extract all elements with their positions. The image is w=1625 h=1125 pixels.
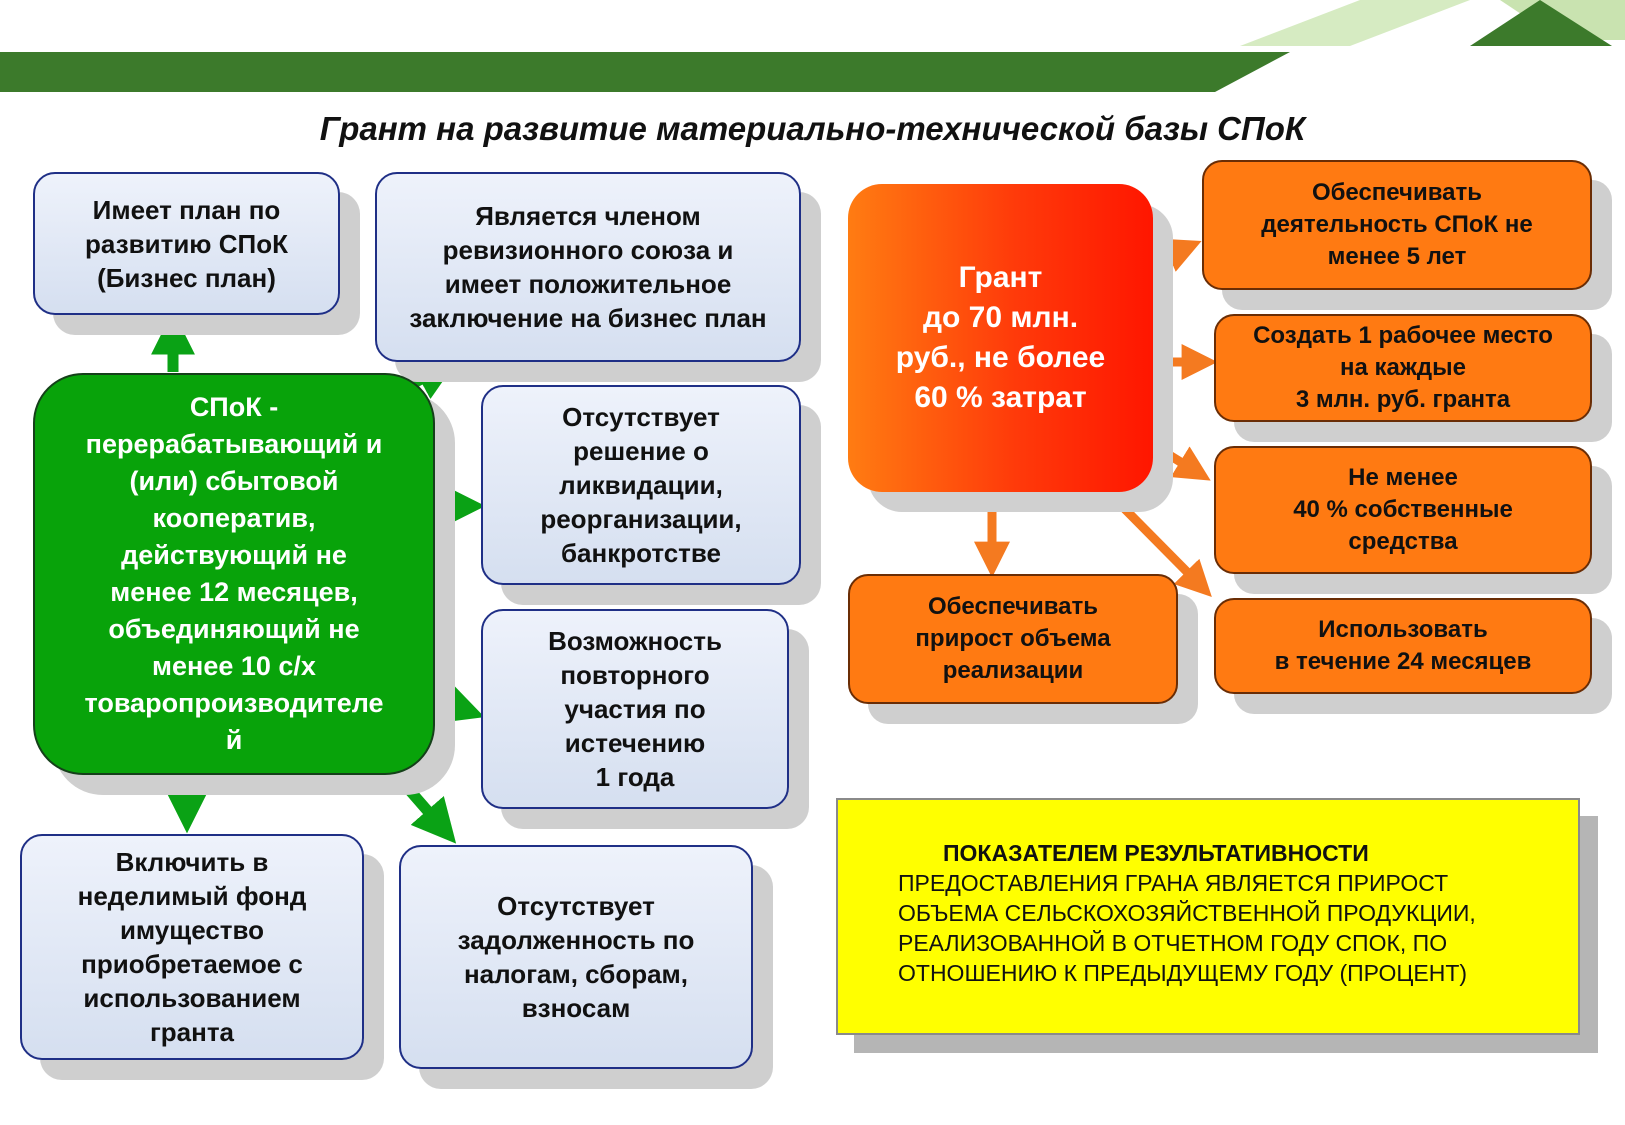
header-light-stripe-1 <box>1240 0 1470 46</box>
requirement-business-plan: Имеет план по развитию СПоК (Бизнес план… <box>33 172 340 315</box>
requirement-no-liquidation: Отсутствует решение о ликвидации, реорга… <box>481 385 801 585</box>
performance-indicator-body: ПРЕДОСТАВЛЕНИЯ ГРАНА ЯВЛЯЕТСЯ ПРИРОСТ ОБ… <box>898 870 1476 986</box>
arrow-to-use-24-months <box>1104 488 1212 597</box>
arrow-to-audit-union <box>409 358 459 400</box>
obligation-create-jobs: Создать 1 рабочее место на каждые 3 млн.… <box>1214 314 1592 422</box>
performance-indicator-heading: ПОКАЗАТЕЛЕМ РЕЗУЛЬТАТИВНОСТИ <box>943 840 1369 866</box>
requirement-audit-union: Является членом ревизионного союза и име… <box>375 172 801 362</box>
obligation-own-funds: Не менее 40 % собственные средства <box>1214 446 1592 574</box>
requirement-repeat-participation: Возможность повторного участия по истече… <box>481 609 789 809</box>
grant-amount: Грант до 70 млн. руб., не более 60 % зат… <box>848 184 1153 492</box>
obligation-sales-growth: Обеспечивать прирост объема реализации <box>848 574 1178 704</box>
requirement-no-tax-debt: Отсутствует задолженность по налогам, сб… <box>399 845 753 1069</box>
obligation-use-24-months: Использовать в течение 24 месяцев <box>1214 598 1592 694</box>
arrow-to-repeat-participation <box>434 681 485 724</box>
arrow-to-operate-5-years <box>1151 238 1202 272</box>
requirement-indivisible-fund: Включить в неделимый фонд имущество прио… <box>20 834 364 1060</box>
arrow-to-no-tax-debt <box>387 766 457 844</box>
arrow-to-own-funds <box>1150 441 1211 481</box>
header-corner-triangle <box>1470 0 1612 46</box>
slide-title: Грант на развитие материально-техническо… <box>319 110 1306 147</box>
performance-indicator: ПОКАЗАТЕЛЕМ РЕЗУЛЬТАТИВНОСТИ ПРЕДОСТАВЛЕ… <box>836 798 1580 1035</box>
cooperative-definition: СПоК - перерабатывающий и (или) сбытовой… <box>33 373 435 775</box>
header-band <box>0 52 1290 92</box>
obligation-operate-5-years: Обеспечивать деятельность СПоК не менее … <box>1202 160 1592 290</box>
